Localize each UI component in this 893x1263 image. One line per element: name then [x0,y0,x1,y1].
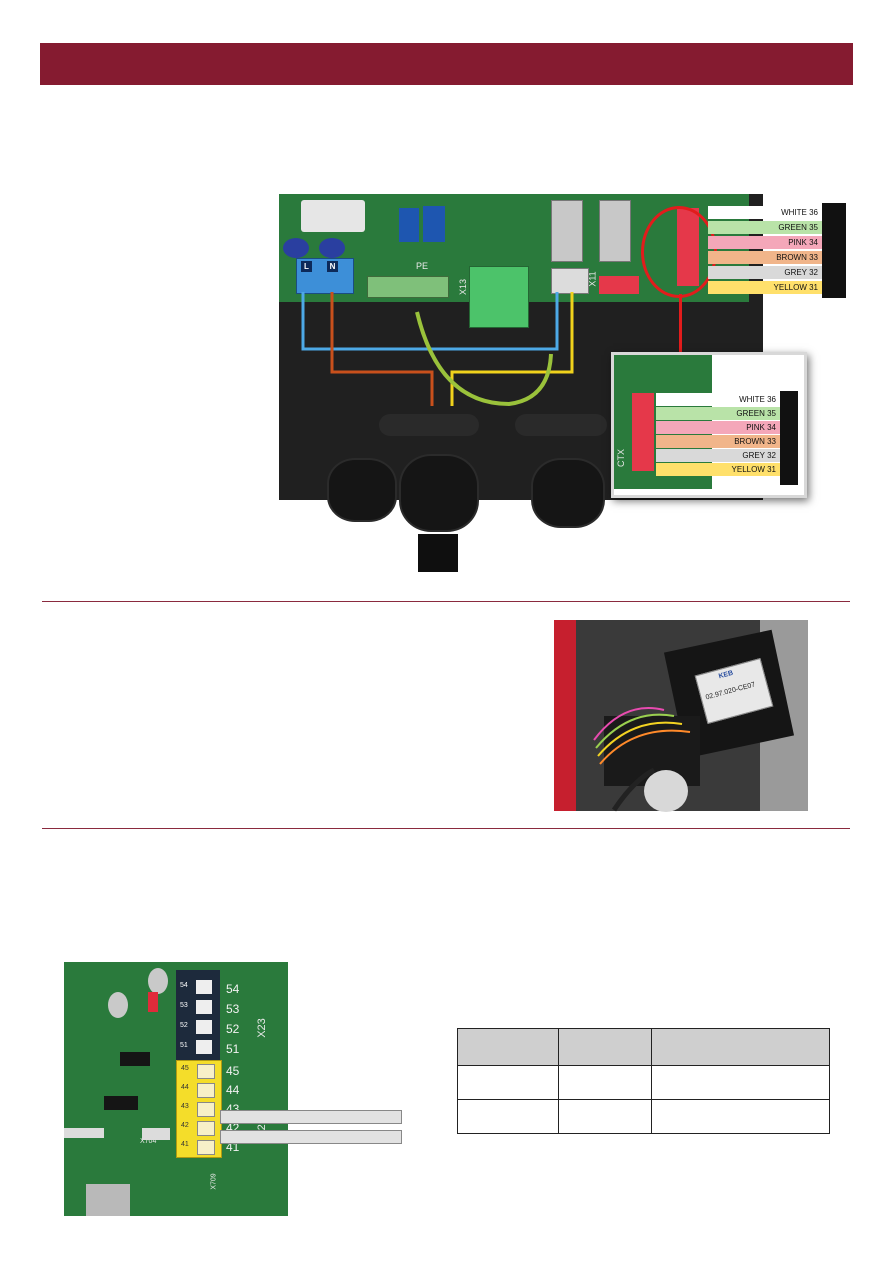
wire-lead-41 [220,1130,402,1144]
table-header-row [457,1028,830,1066]
cable-gland [327,458,397,522]
control-board-photo: L N PE X13 X11 CTX WHITE 36 GREEN 35 PI [279,194,807,532]
section-divider [42,601,850,602]
x13-connector [469,266,529,328]
terminal-board-photo: 54 53 52 51 45 44 43 42 41 54 53 52 51 4… [64,962,288,1216]
x11-connector [551,268,589,294]
terminal-number: 42 [181,1122,189,1129]
connector [142,1128,170,1140]
capacitor [148,968,168,994]
terminal-number: 43 [181,1103,189,1110]
filter-wires [593,707,691,812]
terminal-number: 52 [226,1022,240,1036]
red-connector [599,276,639,294]
terminal-number: 54 [226,982,240,996]
wire-label-list: WHITE 36 GREEN 35 PINK 34 BROWN 33 GREY … [708,206,822,296]
brown-wire [330,292,434,406]
terminal-label-l: L [301,261,312,272]
inset-wire-bundle [780,391,798,485]
terminal-number: 52 [180,1022,188,1029]
connector [64,1128,104,1138]
terminal-block-x23: 54 53 52 51 [176,970,220,1060]
earth-wire [415,311,553,407]
inset-ctx-label: CTX [616,449,626,467]
terminal-label-n: N [327,261,338,272]
inset-wire-label: WHITE 36 [656,393,780,406]
push-button [86,1184,130,1216]
capacitor [283,238,309,258]
section-divider [42,828,850,829]
wire-label: BROWN 33 [708,251,822,264]
terminal-number: 41 [181,1141,189,1148]
wiring-diagram [301,292,574,407]
inset-wire-label-list: WHITE 36 GREEN 35 PINK 34 BROWN 33 GREY … [656,393,780,477]
terminal-number: 54 [180,982,188,989]
blue-wire [301,292,559,351]
ic-chip [120,1052,150,1066]
capacitor [423,206,445,242]
terminal-number: 53 [180,1002,188,1009]
x704-label: X704 [140,1138,157,1145]
grommet [379,414,479,436]
wire-bundle [822,203,846,298]
cable-gland [531,458,605,528]
pe-terminal-strip: PE [367,261,449,298]
grommet [515,414,607,436]
capacitor [108,992,128,1018]
mains-terminal-block: L N [296,258,354,294]
cable-gland [399,454,479,532]
transformer [301,200,365,232]
terminal-number: 45 [226,1064,240,1078]
terminal-number: 51 [226,1042,240,1056]
wire-lead-42 [220,1110,402,1124]
terminal-number: 53 [226,1002,240,1016]
housing-red-edge [554,620,576,811]
table-cell [457,1099,559,1134]
cable-gland-white [644,770,688,812]
mains-cable [418,534,458,572]
relay [599,200,631,262]
inset-ctx-connector [632,393,654,471]
capacitor [319,238,345,258]
terminal-number: 45 [181,1065,189,1072]
terminal-table [457,1028,830,1134]
table-cell [651,1099,830,1134]
x23-label: X23 [255,1018,268,1038]
mains-filter-photo: KEB 02.97.020-CE07 [554,620,808,812]
table-cell [651,1065,830,1100]
table-row [457,1065,830,1100]
inset-wire-label: GREEN 35 [656,407,780,420]
inset-wire-label: YELLOW 31 [656,463,780,476]
wire-label: WHITE 36 [708,206,822,219]
red-component [148,992,158,1012]
ic-chip [104,1096,138,1110]
wire-label: GREY 32 [708,266,822,279]
highlight-connector-line [679,294,682,356]
inset-wire-label: PINK 34 [656,421,780,434]
inset-wire-label: GREY 32 [656,449,780,462]
table-cell [557,1065,653,1100]
terminal-block-x22: 45 44 43 42 41 [176,1060,222,1158]
table-row [457,1099,830,1134]
header-bar [40,43,853,85]
wire-label: YELLOW 31 [708,281,822,294]
table-cell [557,1099,653,1134]
inset-zoom: CTX WHITE 36 GREEN 35 PINK 34 BROWN 33 G… [611,352,807,498]
terminal-number: 44 [226,1083,240,1097]
pe-label: PE [416,261,429,271]
table-header-cell [457,1028,559,1066]
capacitor [399,208,419,242]
relay [551,200,583,262]
table-header-cell [651,1028,830,1066]
table-cell [457,1065,559,1100]
wire-label: GREEN 35 [708,221,822,234]
x709-label: X709 [210,1173,218,1190]
inset-wire-label: BROWN 33 [656,435,780,448]
wire-label: PINK 34 [708,236,822,249]
terminal-number: 44 [181,1084,189,1091]
terminal-number: 51 [180,1042,188,1049]
table-header-cell [557,1028,653,1066]
yellow-wire [450,292,574,406]
